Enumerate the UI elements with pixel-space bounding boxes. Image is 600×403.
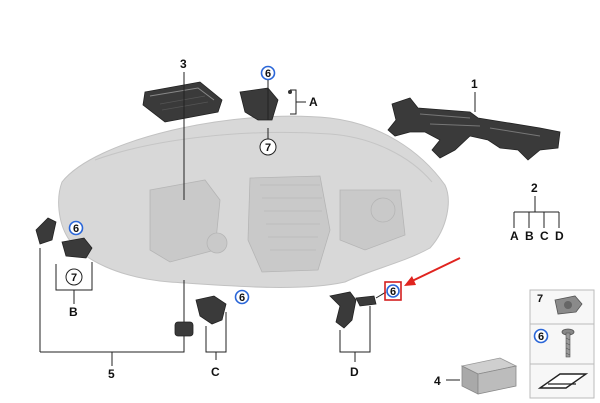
callout-a-top: A [309,95,318,109]
repair-kit-box-part-4 [460,357,518,395]
control-unit-part-3 [142,81,223,123]
highlight-ring-6-left [68,220,84,236]
callout-6-panel: 6 [538,331,544,343]
rubber-mount [174,321,194,337]
support-bracket-part-1 [387,97,561,161]
callout-7-top: 7 [265,142,271,154]
callout-7-panel: 7 [537,293,543,305]
callout-d: D [350,365,359,379]
headlight-housing-ghost [58,115,449,288]
clip-nut-part-7 [554,295,583,315]
callout-1: 1 [471,77,478,91]
fastener-symbol-icon [537,373,589,389]
highlight-ring-6-right [386,284,400,298]
circle-7-left [65,268,83,286]
selection-box-6 [384,281,402,301]
callout-b: B [69,305,78,319]
callout-2: 2 [531,181,538,195]
callout-6-mid: 6 [239,292,245,304]
highlight-ring-6-panel [533,328,549,344]
left-bracket-group-b [35,217,93,259]
callout-2-d: D [555,229,564,243]
callout-c: C [211,365,220,379]
screw-part-6 [561,328,575,358]
top-bracket-group-a [239,87,279,121]
highlight-ring-6-mid [234,289,250,305]
callout-2-c: C [540,229,549,243]
callout-4: 4 [434,374,441,388]
right-bracket-group-d [329,291,377,329]
callout-2-a: A [510,229,519,243]
middle-bracket-group-c [195,295,227,325]
pointer-arrow [409,257,461,283]
callout-6-left: 6 [73,223,79,235]
callout-3: 3 [180,57,187,71]
callout-7-left: 7 [71,272,77,284]
parts-panel: 7 6 [529,289,595,399]
callout-6-top: 6 [265,68,271,80]
callout-5: 5 [108,367,115,381]
highlight-ring-6-top [260,65,276,81]
callout-6-right: 6 [390,286,396,298]
callout-2-b: B [525,229,534,243]
